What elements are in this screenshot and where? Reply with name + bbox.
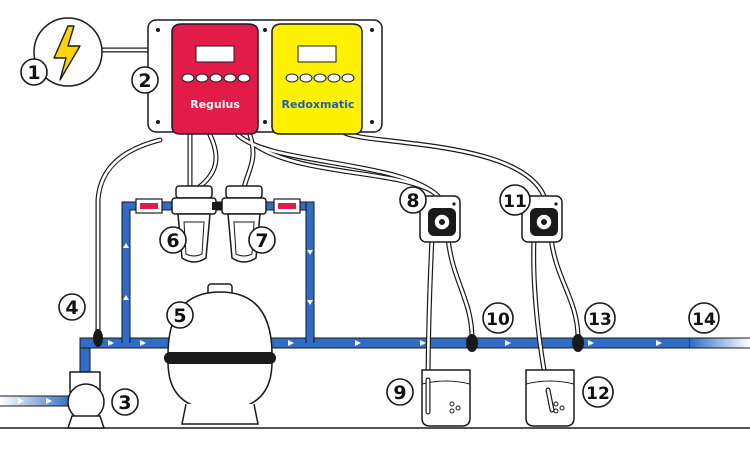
svg-text:8: 8 (406, 190, 419, 212)
callout-5: 5 (166, 301, 194, 329)
regulus-brand-label: Regulus (190, 98, 240, 111)
injection-point-10 (466, 334, 478, 352)
inlet-pipe (0, 396, 72, 406)
callout-11: 11 (499, 184, 531, 216)
filter-band (164, 352, 276, 364)
callout-6: 6 (159, 226, 187, 254)
regulus-controller: Regulus (171, 23, 259, 135)
svg-text:9: 9 (393, 382, 406, 404)
callout-8: 8 (399, 186, 427, 214)
callout-2: 2 (131, 66, 159, 94)
flow-arrow-icon (288, 340, 294, 346)
flow-arrow-icon (588, 340, 594, 346)
svg-text:7: 7 (255, 230, 268, 252)
redoxmatic-brand-label: Redoxmatic (282, 98, 355, 111)
flow-arrow-icon (307, 250, 313, 255)
redoxmatic-buttons (285, 73, 355, 83)
chemical-tank-9 (421, 369, 471, 427)
svg-text:3: 3 (118, 392, 131, 414)
power-supply (33, 17, 103, 87)
svg-text:1: 1 (27, 62, 40, 84)
flow-arrow-icon (123, 295, 129, 300)
probe-holder-6 (171, 185, 217, 263)
callout-14: 14 (688, 302, 720, 334)
callout-3: 3 (111, 388, 139, 416)
flow-arrow-icon (307, 300, 313, 305)
dosing-pump-11 (521, 195, 563, 243)
flow-arrow-icon (140, 340, 146, 346)
svg-text:4: 4 (65, 297, 78, 319)
pipe-network (0, 201, 750, 407)
flow-arrow-icon (123, 243, 129, 248)
svg-text:12: 12 (586, 384, 610, 404)
control-panel: Regulus Redoxmatic (147, 19, 383, 135)
regulus-buttons (181, 73, 251, 83)
callout-4: 4 (58, 293, 86, 321)
svg-text:10: 10 (486, 310, 510, 330)
injection-point-13 (572, 334, 584, 352)
flow-arrow-icon (656, 340, 662, 346)
flow-arrow-icon (505, 340, 511, 346)
flow-arrow-icon (108, 340, 114, 346)
redoxmatic-display (297, 45, 337, 63)
valve-icon (140, 203, 158, 209)
callout-9: 9 (386, 378, 414, 406)
redoxmatic-controller: Redoxmatic (271, 23, 363, 135)
sand-filter (164, 283, 276, 425)
svg-text:13: 13 (588, 310, 612, 330)
callout-1: 1 (20, 58, 48, 86)
flow-arrows (18, 243, 662, 404)
svg-text:11: 11 (503, 192, 527, 212)
callout-10: 10 (482, 302, 514, 334)
flow-arrow-icon (355, 340, 361, 346)
valve-right (273, 198, 301, 214)
regulus-display (195, 45, 235, 63)
flow-sensor (93, 329, 103, 347)
svg-text:5: 5 (173, 305, 186, 327)
dosing-pump-8 (419, 195, 461, 243)
valve-left (135, 198, 163, 214)
svg-text:2: 2 (138, 70, 151, 92)
circulation-pump (66, 371, 106, 429)
callout-7: 7 (248, 226, 276, 254)
callout-13: 13 (584, 302, 616, 334)
flow-arrow-icon (46, 398, 52, 404)
flow-arrow-icon (420, 340, 426, 346)
lightning-icon (53, 25, 81, 81)
callout-12: 12 (582, 376, 614, 408)
svg-text:14: 14 (692, 310, 716, 330)
main-pipe-outlet (690, 338, 750, 348)
probe-holder-7 (221, 185, 267, 263)
valve-icon (278, 203, 296, 209)
svg-text:6: 6 (166, 230, 179, 252)
flow-arrow-icon (18, 398, 24, 404)
